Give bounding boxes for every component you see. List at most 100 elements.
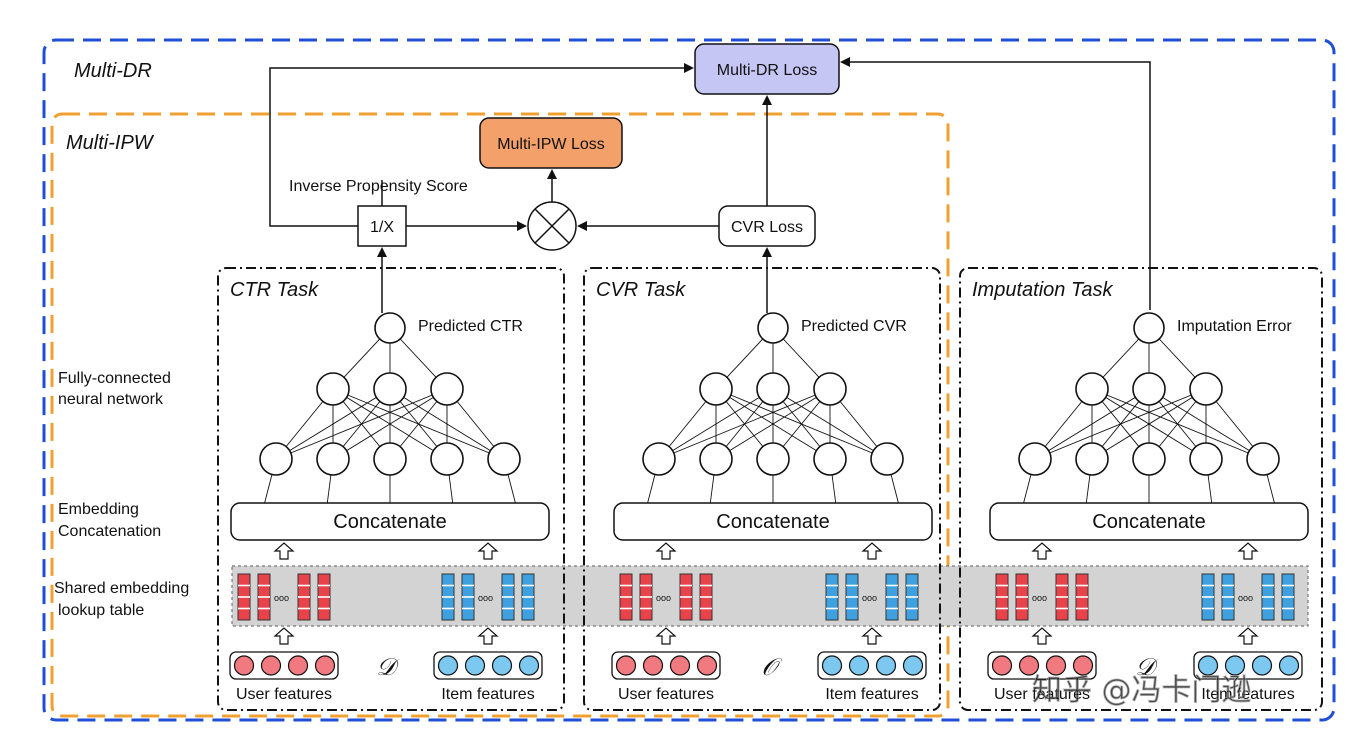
fc-label-2: neural network xyxy=(58,391,164,408)
imputation-hidden-node xyxy=(1075,372,1109,406)
watermark: 知乎 @冯卡门逊 xyxy=(1032,673,1252,708)
cvr-hidden-node xyxy=(813,372,847,406)
imputation-hidden-node xyxy=(1189,442,1223,476)
ctr-user-input-arrow-icon xyxy=(273,627,295,645)
ctr-sample-space-symbol: 𝒟 xyxy=(376,653,400,681)
imputation-panel-border xyxy=(959,267,1323,711)
ctr-output-label: Predicted CTR xyxy=(418,318,523,335)
imputation-hidden-node xyxy=(1246,442,1280,476)
multi-ipw-label: Multi-IPW xyxy=(66,132,155,154)
imputation-user-feature-circle xyxy=(1045,655,1067,676)
ctr-item-up-arrow-icon xyxy=(477,542,499,560)
emb-concat-label-1: Embedding xyxy=(58,501,139,518)
ctr-user-feature-circle xyxy=(314,655,336,676)
multi-dr-label: Multi-DR xyxy=(74,60,152,82)
cvr-output-node xyxy=(757,312,789,344)
cvr-concatenate-box xyxy=(613,502,933,541)
ctr-user-features-box xyxy=(229,651,339,680)
ctr-task-title: CTR Task xyxy=(230,279,319,301)
emb-concat-label-2: Concatenation xyxy=(58,523,161,540)
imputation-item-feature-circle xyxy=(1278,655,1300,676)
imputation-user-input-arrow-icon xyxy=(1031,627,1053,645)
cvr-hidden-node xyxy=(699,442,733,476)
imputation-hidden-node xyxy=(1132,442,1166,476)
imputation-item-feature-circle xyxy=(1197,655,1219,676)
cvr-item-feature-circle xyxy=(875,655,897,676)
shared-emb-label-1: Shared embedding xyxy=(54,580,189,597)
cvr-output-label: Predicted CVR xyxy=(801,318,907,335)
imputation-item-up-arrow-icon xyxy=(1237,542,1259,560)
cvr-user-input-arrow-icon xyxy=(655,627,677,645)
cvr-panel-border xyxy=(583,267,941,711)
cvr-user-feature-circle xyxy=(615,655,637,676)
cvr-item-embedding-ellipsis: ooo xyxy=(862,593,877,603)
ctr-hidden-node xyxy=(430,442,464,476)
imputation-concatenate-label: Concatenate xyxy=(1092,511,1205,533)
ctr-item-embedding-ellipsis: ooo xyxy=(478,593,493,603)
ctr-hidden-node xyxy=(487,442,521,476)
multiply-icon xyxy=(527,201,577,251)
shared-emb-label-2: lookup table xyxy=(58,602,144,619)
cvr-user-embedding-ellipsis: ooo xyxy=(656,593,671,603)
imputation-hidden-node xyxy=(1075,442,1109,476)
imputation-item-features-box xyxy=(1193,651,1303,680)
cvr-item-feature-circle xyxy=(848,655,870,676)
ctr-hidden-node xyxy=(373,372,407,406)
cvr-user-feature-circle xyxy=(642,655,664,676)
imputation-hidden-node xyxy=(1189,372,1223,406)
ctr-hidden-node xyxy=(316,442,350,476)
cvr-concatenate-label: Concatenate xyxy=(716,511,829,533)
cvr-user-features-label: User features xyxy=(618,686,714,703)
imputation-user-feature-circle xyxy=(1072,655,1094,676)
ips-label: Inverse Propensity Score xyxy=(289,178,468,195)
cvr-task-title: CVR Task xyxy=(596,279,686,301)
imputation-item-embedding-ellipsis: ooo xyxy=(1238,593,1253,603)
cvr-item-input-arrow-icon xyxy=(861,627,883,645)
cvr-hidden-node xyxy=(756,442,790,476)
ctr-user-feature-circle xyxy=(260,655,282,676)
imputation-item-features-label: Item features xyxy=(1201,686,1294,703)
cvr-user-feature-circle xyxy=(669,655,691,676)
multi-dr-loss-box xyxy=(694,43,840,95)
ctr-hidden-node xyxy=(259,442,293,476)
cvr-item-features-box xyxy=(817,651,927,680)
imputation-item-input-arrow-icon xyxy=(1237,627,1259,645)
imputation-item-feature-circle xyxy=(1251,655,1273,676)
ctr-hidden-node xyxy=(316,372,350,406)
ctr-item-feature-circle xyxy=(437,655,459,676)
ctr-user-up-arrow-icon xyxy=(273,542,295,560)
multi-ipw-loss-label: Multi-IPW Loss xyxy=(497,136,605,153)
ctr-item-features-label: Item features xyxy=(441,686,534,703)
ctr-user-embedding-ellipsis: ooo xyxy=(274,593,289,603)
ctr-output-node xyxy=(374,312,406,344)
imputation-user-up-arrow-icon xyxy=(1031,542,1053,560)
imputation-user-feature-circle xyxy=(1018,655,1040,676)
cvr-user-up-arrow-icon xyxy=(655,542,677,560)
cvr-item-features-label: Item features xyxy=(825,686,918,703)
cvr-sample-space-symbol: 𝒪 xyxy=(761,653,782,681)
imputation-item-feature-circle xyxy=(1224,655,1246,676)
cvr-hidden-node xyxy=(870,442,904,476)
inverse-box-label: 1/X xyxy=(370,219,394,236)
ctr-item-feature-circle xyxy=(518,655,540,676)
ctr-panel-border xyxy=(217,267,565,711)
cvr-hidden-node xyxy=(642,442,676,476)
imputation-output-node xyxy=(1133,312,1165,344)
ctr-user-feature-circle xyxy=(233,655,255,676)
multi-dr-loss-label: Multi-DR Loss xyxy=(717,62,817,79)
cvr-item-up-arrow-icon xyxy=(861,542,883,560)
ctr-hidden-node xyxy=(430,372,464,406)
imputation-concatenate-box xyxy=(989,502,1309,541)
imputation-hidden-node xyxy=(1018,442,1052,476)
imputation-output-label: Imputation Error xyxy=(1177,318,1292,335)
ctr-concatenate-label: Concatenate xyxy=(333,511,446,533)
ctr-item-features-box xyxy=(433,651,543,680)
multi-ipw-frame xyxy=(50,112,950,718)
multi-dr-frame xyxy=(42,38,1336,722)
fc-label-1: Fully-connected xyxy=(58,370,171,387)
cvr-item-feature-circle xyxy=(902,655,924,676)
